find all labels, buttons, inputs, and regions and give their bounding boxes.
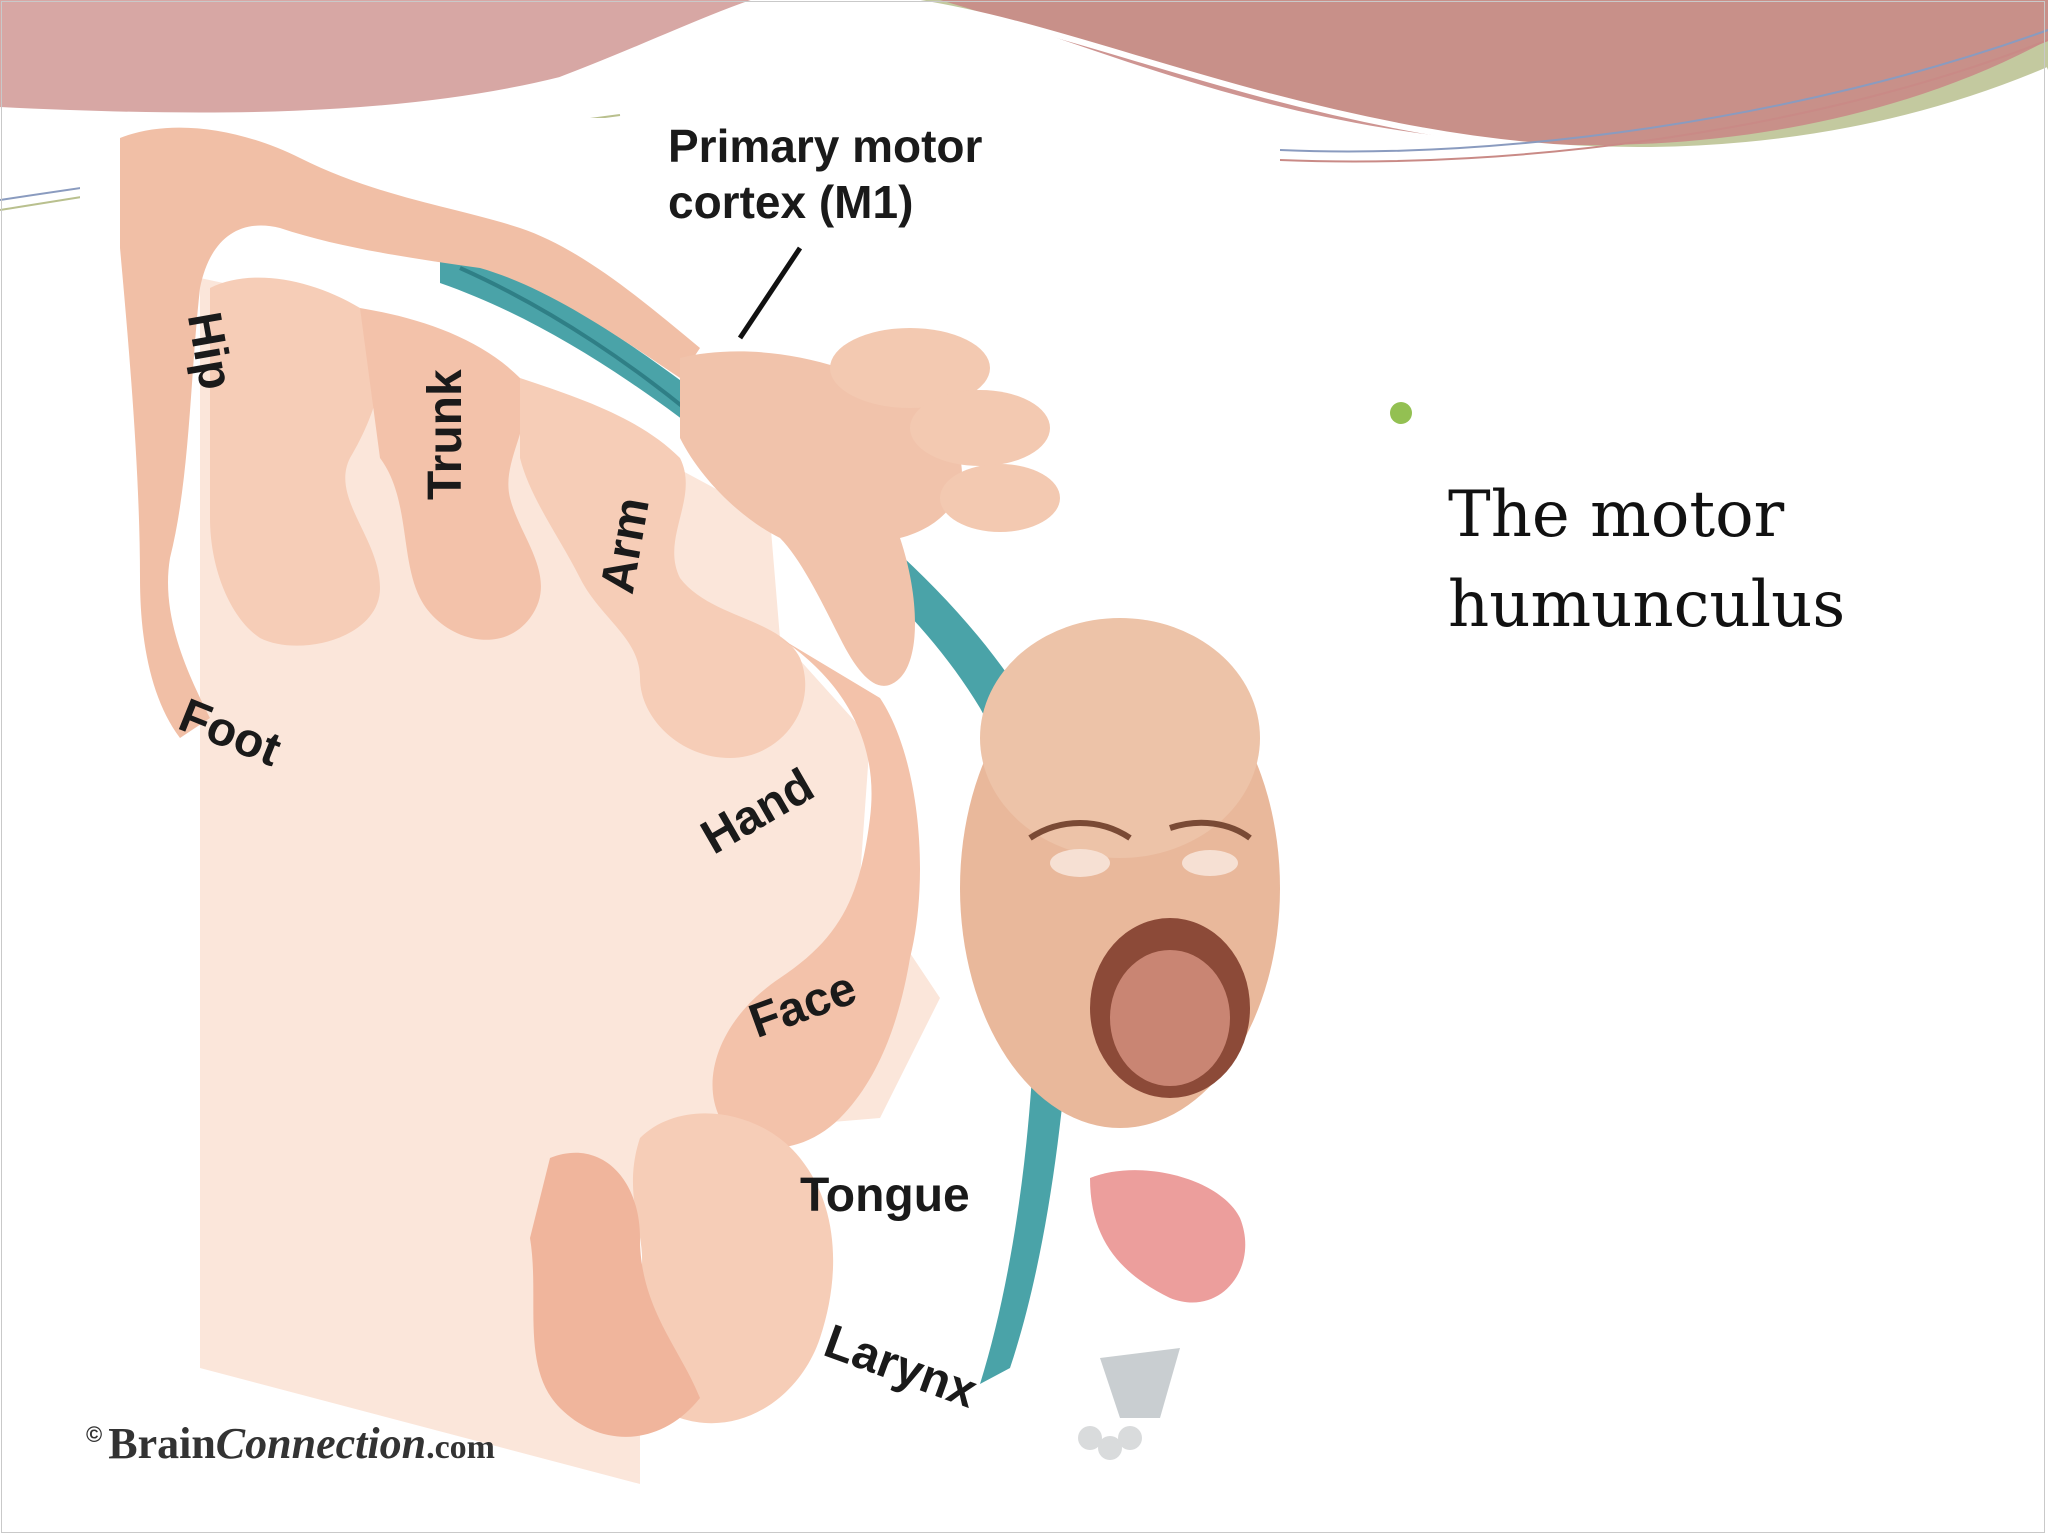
- m1-title-label: Primary motor cortex (M1): [668, 118, 982, 230]
- bullet-text: The motor humunculus: [1448, 478, 1846, 642]
- copyright-brand-italic: Connection: [215, 1419, 427, 1468]
- bullet-dot-icon: [1390, 402, 1412, 424]
- m1-title-line2: cortex (M1): [668, 176, 914, 228]
- label-tongue: Tongue: [800, 1169, 970, 1222]
- m1-leader-line: [737, 246, 803, 340]
- copyright-symbol: ©: [86, 1422, 103, 1447]
- homunculus-illustration: [120, 127, 1280, 1484]
- motor-homunculus-figure: Primary motor cortex (M1) Hip Trunk Arm …: [80, 118, 1280, 1484]
- m1-title-line1: Primary motor: [668, 120, 983, 172]
- copyright-domain: .com: [426, 1429, 495, 1466]
- copyright-brand-plain: Brain: [108, 1419, 216, 1468]
- label-trunk: Trunk: [419, 369, 472, 500]
- figure-copyright: ©BrainConnection.com: [86, 1418, 495, 1469]
